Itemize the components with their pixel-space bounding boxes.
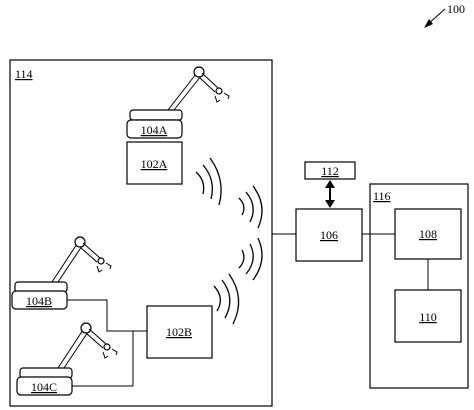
controller-b xyxy=(146,305,213,359)
robot-arm-c-icon xyxy=(19,322,118,379)
robot-a-controller xyxy=(126,141,183,185)
storage-110 xyxy=(394,289,462,343)
peripheral-112-label: 112 xyxy=(321,164,339,178)
wireless-signal-a-icon xyxy=(195,157,222,206)
compute-label: 116 xyxy=(373,189,391,203)
environment-label: 114 xyxy=(15,67,33,81)
robot-arm-b-icon xyxy=(14,236,112,293)
figure-ref-arrow xyxy=(424,8,446,28)
wireless-signal-hub-icon xyxy=(238,185,263,281)
wired-connections xyxy=(67,299,147,387)
figure-ref-label: 100 xyxy=(447,2,465,16)
controller-b-label: 102B xyxy=(166,325,192,339)
server-108-label: 108 xyxy=(419,227,437,241)
robot-a-base-label: 104A xyxy=(141,123,168,137)
robot-a-base xyxy=(126,119,183,139)
server-108 xyxy=(394,208,462,260)
bidirectional-arrow-icon xyxy=(325,180,335,208)
hub-106-label: 106 xyxy=(320,228,338,242)
storage-110-label: 110 xyxy=(419,310,437,324)
peripheral-112 xyxy=(304,161,356,180)
robot-c-base-label: 104C xyxy=(31,380,57,394)
robot-b-base-label: 104B xyxy=(26,294,52,308)
robot-a-controller-label: 102A xyxy=(141,157,168,171)
wireless-signal-b-icon xyxy=(213,273,240,325)
hub-106 xyxy=(295,208,363,262)
